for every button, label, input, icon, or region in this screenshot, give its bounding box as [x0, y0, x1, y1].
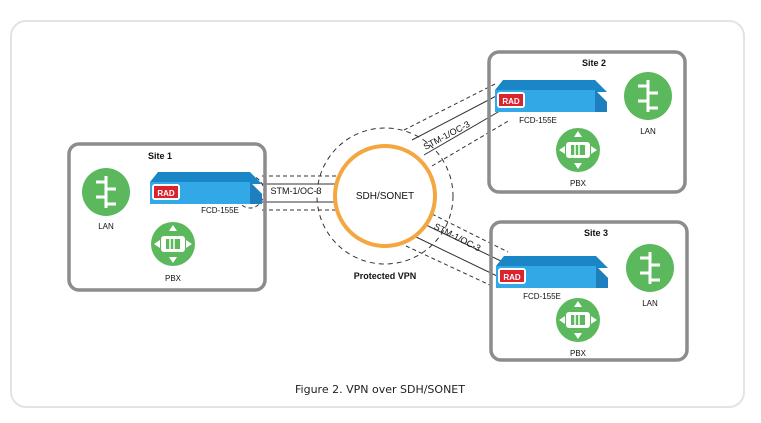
fcd-device-icon — [495, 80, 607, 112]
pbx-label: PBX — [570, 349, 587, 358]
device-label: FCD-155E — [201, 206, 239, 215]
rad-logo: RAD — [503, 273, 521, 282]
pbx-icon — [555, 297, 601, 343]
lan-label: LAN — [642, 299, 658, 308]
device-label: FCD-155E — [519, 116, 557, 125]
site-title: Site 2 — [582, 58, 606, 68]
site-title: Site 1 — [148, 151, 172, 161]
site-2: Site 2 RAD FCD-155E LAN PBX — [487, 50, 687, 194]
rad-logo: RAD — [157, 189, 175, 198]
vpn-boundary — [316, 127, 454, 265]
site-box — [489, 220, 689, 362]
lan-icon — [624, 242, 676, 294]
device-label: FCD-155E — [523, 292, 561, 301]
site-box — [67, 142, 267, 292]
figure-caption: Figure 2. VPN over SDH/SONET — [295, 383, 465, 396]
sdh-ring — [333, 144, 437, 248]
site-box — [487, 50, 687, 194]
pbx-label: PBX — [570, 179, 587, 188]
pbx-icon — [555, 127, 601, 173]
figure-frame — [10, 20, 745, 408]
lan-icon — [622, 70, 674, 122]
pbx-label: PBX — [165, 274, 182, 283]
lan-icon — [80, 166, 132, 218]
vpn-label: Protected VPN — [354, 271, 417, 281]
fcd-device-icon — [150, 172, 262, 204]
lan-label: LAN — [640, 127, 656, 136]
site-1: Site 1 RAD FCD-155E LAN PBX — [67, 142, 267, 292]
link-site2 — [403, 83, 511, 167]
fcd-device-icon — [496, 256, 608, 288]
pbx-icon — [150, 221, 196, 267]
cloud-label: SDH/SONET — [356, 191, 414, 202]
site-title: Site 3 — [584, 228, 608, 238]
rad-logo: RAD — [502, 97, 520, 106]
site-3: Site 3 RAD FCD-155E LAN PBX — [489, 220, 689, 362]
link-label-site1: STM-1/OC-3 — [270, 186, 321, 196]
lan-label: LAN — [98, 222, 114, 231]
